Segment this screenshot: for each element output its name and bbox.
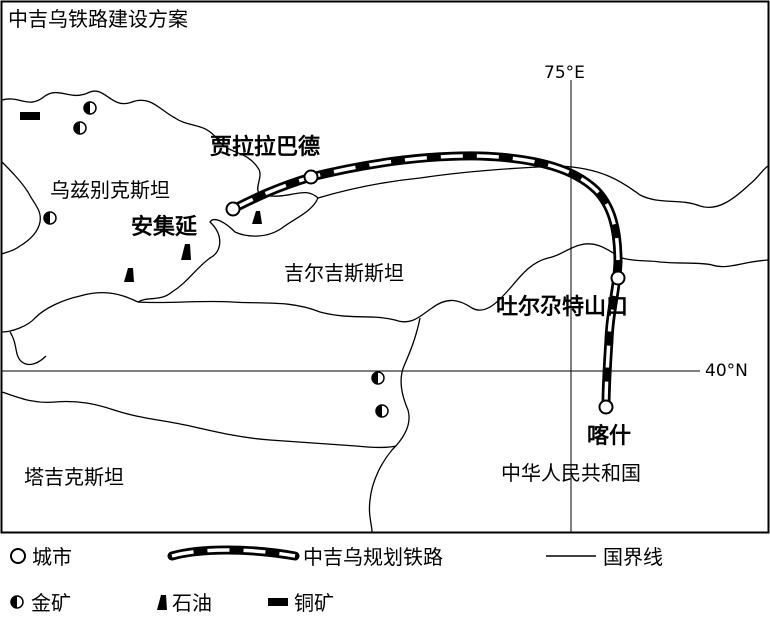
- city-marker-jalal-abad: [303, 169, 319, 185]
- border-lines: [1, 90, 769, 533]
- uzbekistan-west-border: [1, 161, 41, 255]
- kyrgyzstan-south-border: [137, 243, 769, 323]
- copper-icon: [20, 112, 40, 120]
- map-frame: [0, 0, 770, 534]
- gold-mine-markers: [43, 101, 389, 418]
- map-canvas: 中吉乌铁路建设方案 75°E 40°N 乌兹别克斯坦 吉尔吉斯斯坦 塔吉克斯坦 …: [0, 0, 770, 534]
- city-markers: [225, 169, 626, 415]
- parallel-label: 40°N: [705, 361, 748, 381]
- city-marker-torugart: [610, 270, 626, 286]
- oil-icon: [252, 211, 262, 224]
- tajikistan-north-border: [1, 391, 397, 449]
- gold-mine-icon: [43, 211, 57, 225]
- oil-icon: [124, 268, 134, 282]
- country-label-uzbekistan: 乌兹别克斯坦: [50, 178, 170, 202]
- gold-mine-icon: [375, 404, 389, 418]
- legend-gold-label: 金矿: [31, 591, 71, 615]
- gold-mine-icon: [83, 101, 97, 115]
- country-label-china: 中华人民共和国: [501, 461, 641, 485]
- gold-mine-icon: [73, 121, 87, 135]
- tajikistan-china-border: [368, 317, 421, 533]
- legend-oil-label: 石油: [172, 591, 212, 615]
- city-marker-kashgar: [598, 399, 614, 415]
- map-legend: 城市 中吉乌规划铁路 国界线 金矿 石油 铜矿: [10, 545, 663, 615]
- oil-legend-icon: [157, 595, 167, 610]
- legend-railway-label: 中吉乌规划铁路: [303, 545, 443, 569]
- city-marker-andijan: [225, 201, 241, 217]
- legend-border-label: 国界线: [603, 545, 663, 569]
- legend-city-label: 城市: [32, 545, 72, 569]
- oil-icon: [181, 244, 191, 260]
- south-river: [9, 331, 47, 366]
- uzbekistan-border: [1, 90, 319, 333]
- city-label-kashgar: 喀什: [587, 423, 631, 449]
- copper-legend-icon: [268, 598, 288, 606]
- city-label-andijan: 安集延: [131, 214, 198, 240]
- legend-copper-label: 铜矿: [294, 591, 334, 615]
- city-label-jalal-abad: 贾拉拉巴德: [210, 134, 320, 160]
- railway-legend-icon: [167, 545, 300, 561]
- gold-mine-icon: [371, 371, 385, 385]
- country-label-tajikistan: 塔吉克斯坦: [24, 465, 124, 489]
- country-label-kyrgyzstan: 吉尔吉斯斯坦: [284, 261, 404, 285]
- gold-legend-icon: [10, 595, 24, 609]
- kyrgyzstan-china-border: [317, 165, 769, 209]
- map-title: 中吉乌铁路建设方案: [8, 7, 188, 31]
- city-label-torugart: 吐尔尕特山口: [496, 294, 628, 320]
- city-legend-icon: [10, 548, 26, 564]
- meridian-label: 75°E: [544, 63, 585, 83]
- oil-markers: [124, 211, 262, 282]
